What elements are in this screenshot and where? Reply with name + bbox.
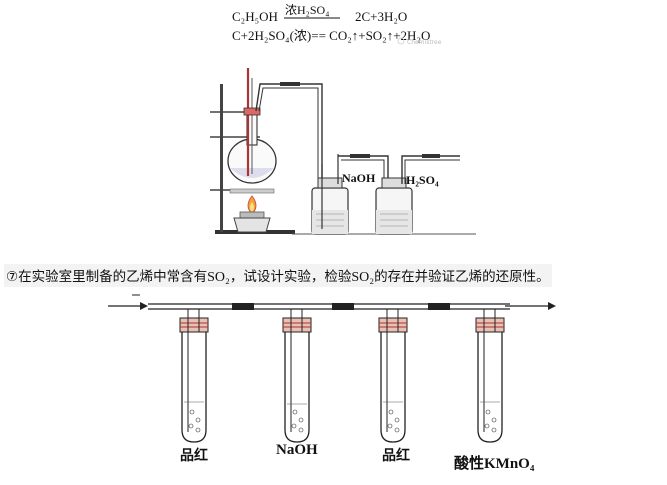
svg-text:Chemistree: Chemistree — [407, 39, 442, 46]
tube-4-label: 酸性KMnO₄ — [454, 454, 535, 472]
equation-1-condition: 浓H₂SO₄ — [285, 3, 330, 17]
equation-2: C+2H₂SO₄(浓)== CO₂↑+SO₂↑+2H₂O — [232, 28, 431, 43]
bottle-1-label: NaOH — [342, 171, 376, 185]
question-text: ⑦在实验室里制备的乙烯中常含有SO₂，试设计实验，检验SO₂的存在并验证乙烯的还… — [4, 264, 552, 287]
tube-1-label: 品红 — [180, 447, 208, 464]
equation-1-right: 2C+3H₂O — [355, 9, 408, 24]
bottom-apparatus: 品红 NaOH 品红 酸性KMnO₄ — [108, 294, 556, 472]
tube-3-label: 品红 — [382, 447, 410, 464]
watermark: Chemistree — [397, 37, 442, 46]
test-tube-4 — [475, 309, 505, 443]
question-so2-b: SO₂ — [351, 270, 375, 285]
question-part-2: ，试设计实验，检验 — [229, 269, 352, 285]
test-tube-3 — [378, 309, 408, 443]
bottle-2-label: H₂SO₄ — [406, 173, 439, 187]
alcohol-lamp — [233, 217, 271, 233]
test-tube-1 — [179, 309, 209, 443]
equation-1-left: C₂H₅OH — [232, 9, 278, 24]
test-tube-2 — [282, 309, 312, 443]
question-part-1: 在实验室里制备的乙烯中常含有 — [18, 269, 208, 285]
question-so2-a: SO₂ — [207, 270, 230, 285]
stopper — [243, 107, 261, 116]
question-number: ⑦ — [6, 269, 19, 285]
question-part-3: 的存在并验证乙烯的还原性。 — [374, 269, 550, 285]
equation-arrow — [284, 17, 340, 19]
top-apparatus: NaOH H₂SO₄ — [210, 68, 476, 235]
stand-rod — [220, 84, 223, 232]
tube-2-label: NaOH — [276, 442, 318, 458]
